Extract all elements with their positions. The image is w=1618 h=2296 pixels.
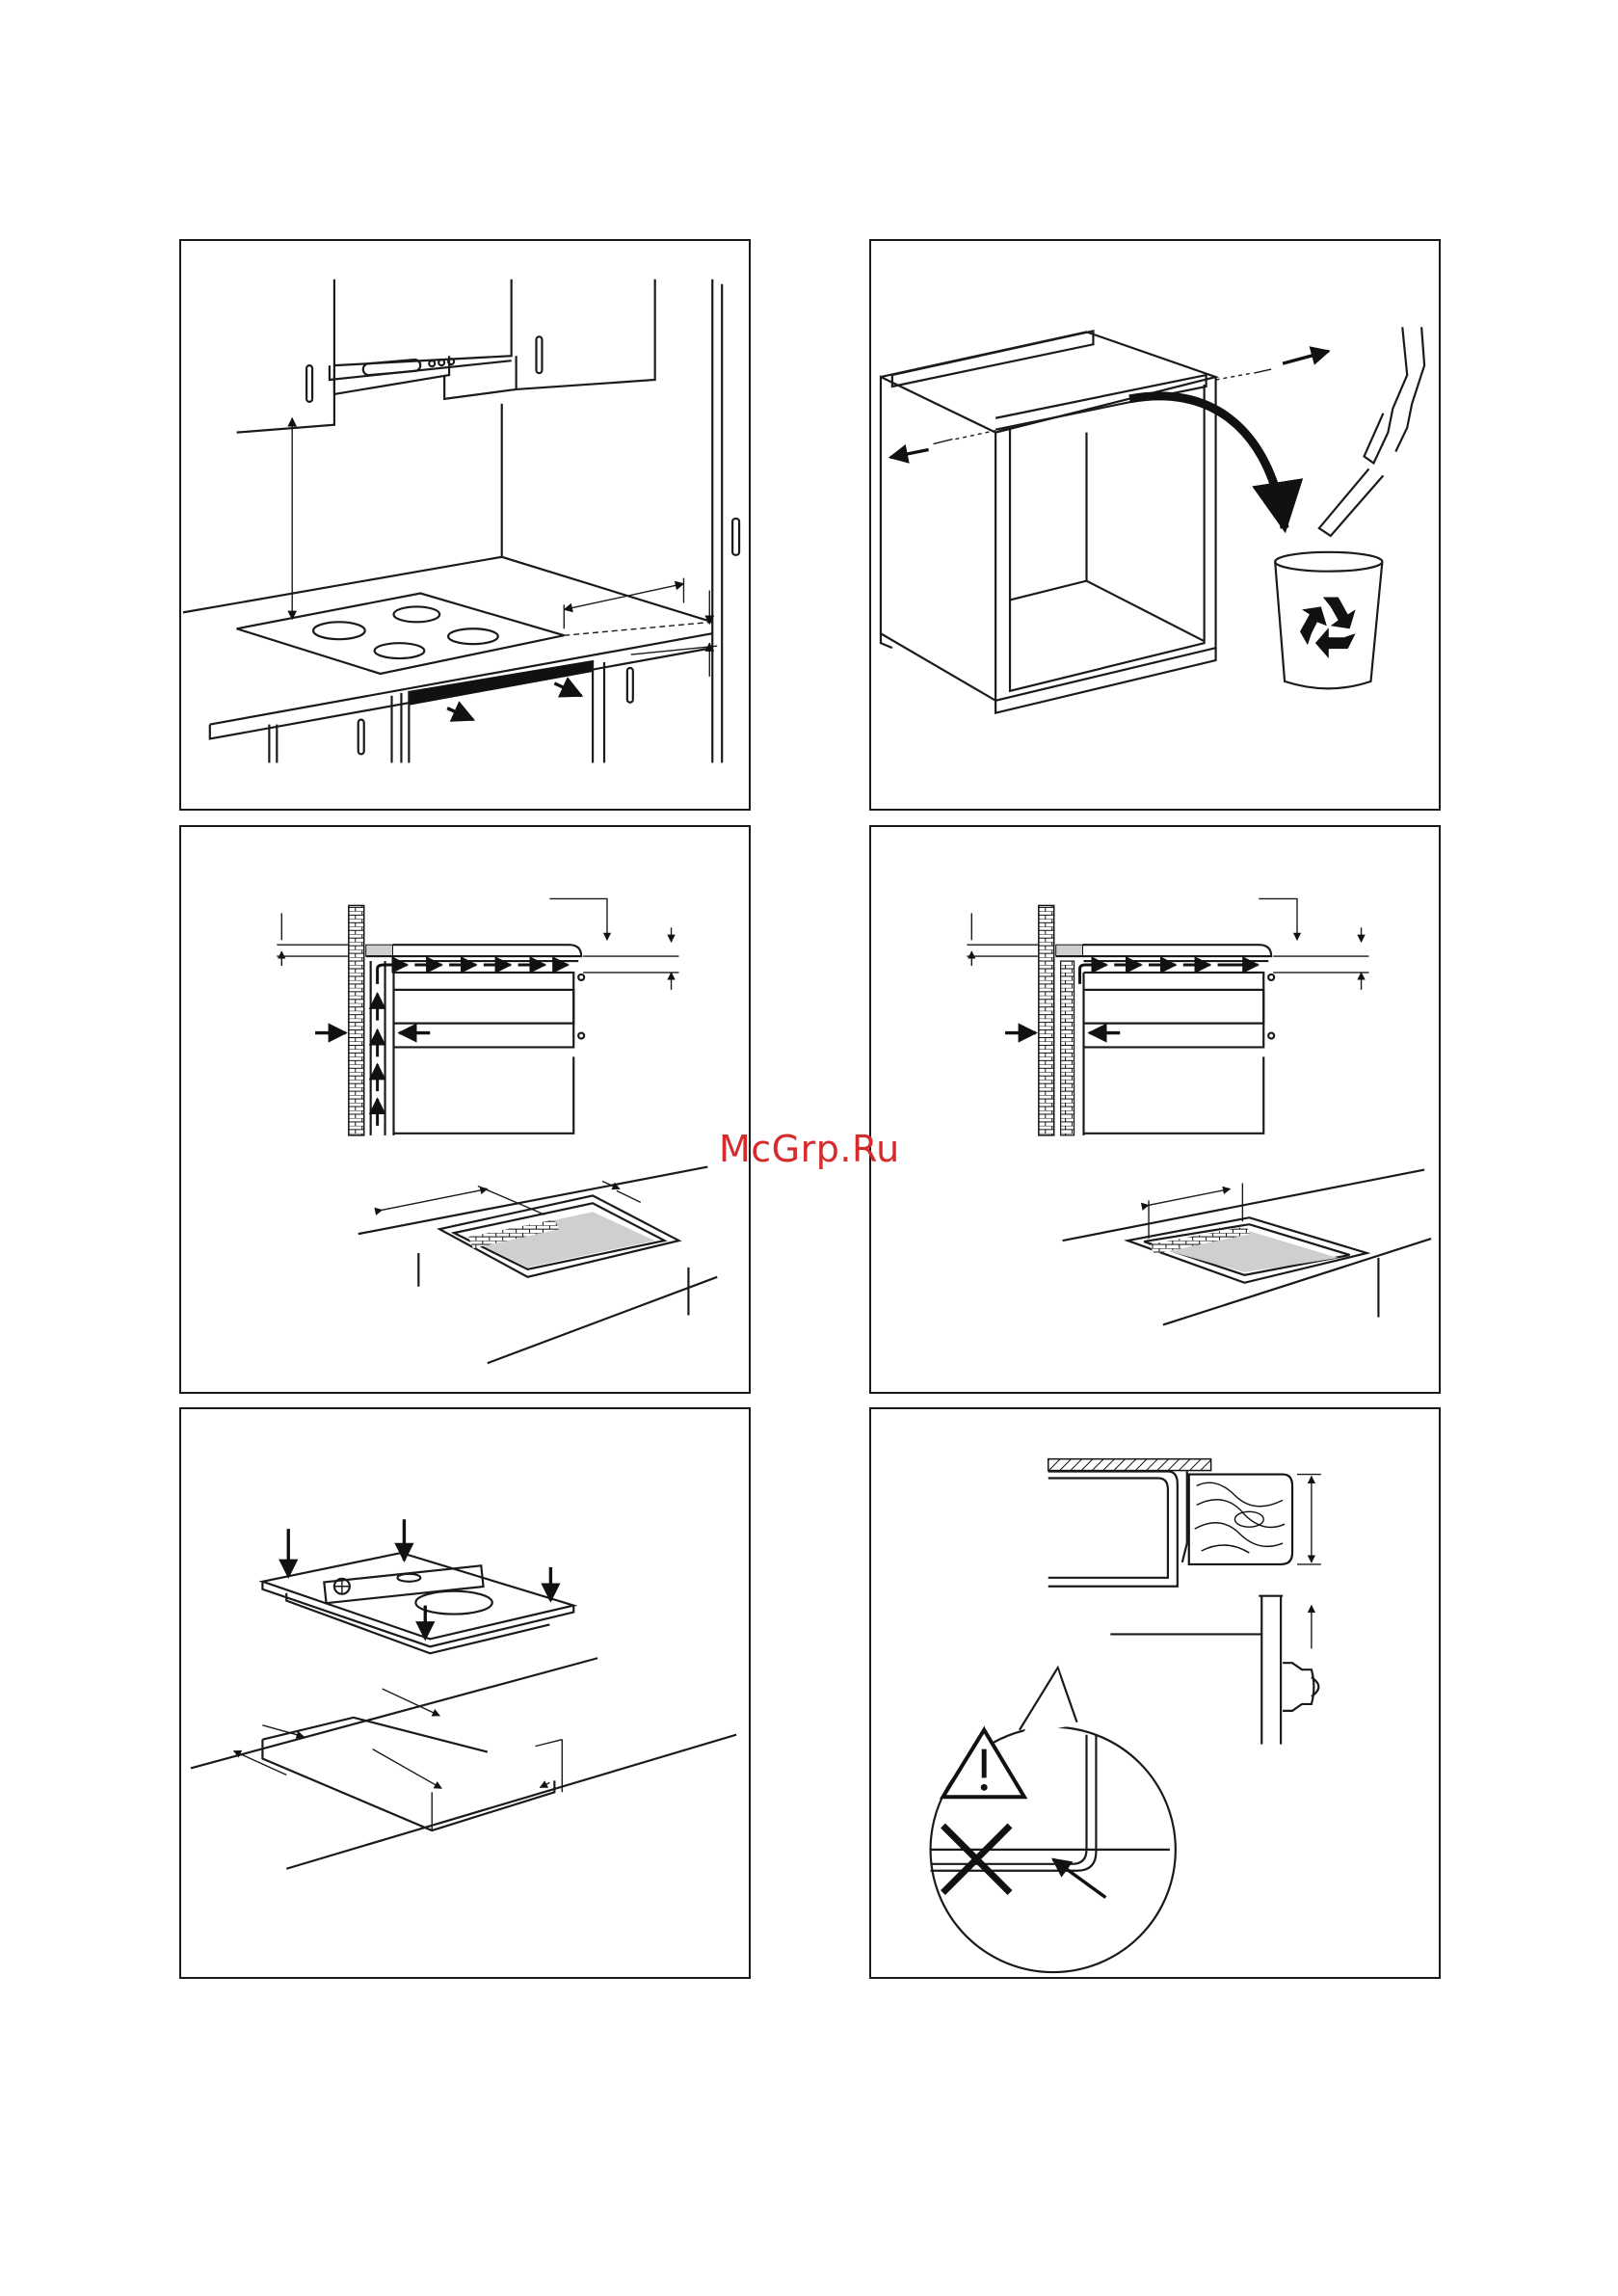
panel-hob-insert	[179, 1407, 751, 1979]
cabinet-recycle-icon	[871, 241, 1439, 809]
panel-cabinet-recycle	[869, 239, 1441, 811]
worktop-warning-icon	[871, 1409, 1439, 1977]
panel-worktop-warning	[869, 1407, 1441, 1979]
hob-clearance-icon	[181, 241, 749, 809]
panel-hob-clearance	[179, 239, 751, 811]
watermark: McGrp.Ru	[719, 1128, 900, 1170]
panel-ventilation-alt	[869, 825, 1441, 1394]
panel-ventilation	[179, 825, 751, 1394]
hob-insert-icon	[181, 1409, 749, 1977]
ventilation-gap-alt-icon	[871, 827, 1439, 1392]
ventilation-gap-icon	[181, 827, 749, 1392]
